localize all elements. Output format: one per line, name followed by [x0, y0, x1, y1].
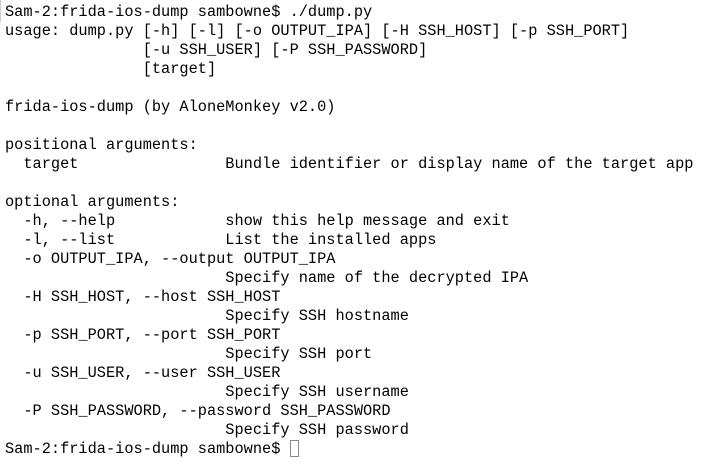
prompt-line[interactable]: Sam-2:frida-ios-dump sambowne$ — [5, 440, 693, 459]
terminal-line: -p SSH_PORT, --port SSH_PORT — [5, 326, 281, 344]
terminal-line: -H SSH_HOST, --host SSH_HOST — [5, 288, 281, 306]
terminal-line: -u SSH_USER, --user SSH_USER — [5, 364, 281, 382]
terminal-line: optional arguments: — [5, 193, 180, 211]
terminal-line: target Bundle identifier or display name… — [5, 155, 694, 173]
terminal-line: usage: dump.py [-h] [-l] [-o OUTPUT_IPA]… — [5, 22, 630, 40]
terminal-line: -l, --list List the installed apps — [5, 231, 437, 249]
terminal-line: Sam-2:frida-ios-dump sambowne$ ./dump.py — [5, 3, 373, 21]
window-edge — [0, 0, 1, 22]
terminal-line: Specify SSH port — [5, 345, 373, 363]
terminal-line: [target] — [5, 60, 217, 78]
terminal-line: Specify name of the decrypted IPA — [5, 269, 529, 287]
terminal-line: Specify SSH username — [5, 383, 409, 401]
terminal-output[interactable]: Sam-2:frida-ios-dump sambowne$ ./dump.py… — [5, 3, 693, 459]
terminal-line: Specify SSH password — [5, 421, 409, 439]
terminal-line: -h, --help show this help message and ex… — [5, 212, 510, 230]
terminal-line — [5, 117, 693, 136]
terminal-line: frida-ios-dump (by AloneMonkey v2.0) — [5, 98, 336, 116]
terminal-line: positional arguments: — [5, 136, 198, 154]
prompt: Sam-2:frida-ios-dump sambowne$ — [5, 440, 290, 458]
terminal-line — [5, 174, 693, 193]
text-cursor — [289, 440, 299, 457]
terminal-line — [5, 79, 693, 98]
terminal-line: Specify SSH hostname — [5, 307, 409, 325]
terminal-line: -o OUTPUT_IPA, --output OUTPUT_IPA — [5, 250, 336, 268]
output-lines: Sam-2:frida-ios-dump sambowne$ ./dump.py… — [5, 3, 693, 440]
terminal-line: -P SSH_PASSWORD, --password SSH_PASSWORD — [5, 402, 391, 420]
terminal-line: [-u SSH_USER] [-P SSH_PASSWORD] — [5, 41, 428, 59]
